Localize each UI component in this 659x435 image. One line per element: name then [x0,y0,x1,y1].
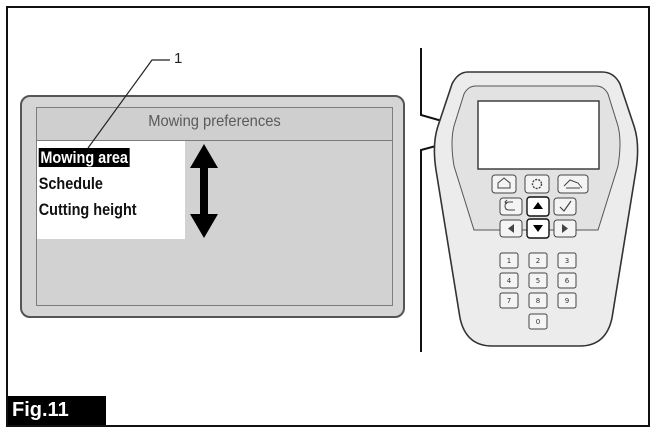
up-key[interactable] [526,196,550,217]
key-4[interactable]: 4 [499,272,519,289]
key-6[interactable]: 6 [557,272,577,289]
svg-text:3: 3 [565,257,569,265]
controller-display [477,100,600,170]
key-2[interactable]: 2 [528,252,548,269]
home-icon [497,177,511,189]
mower-key[interactable] [557,174,589,194]
key-5[interactable]: 5 [528,272,548,289]
menu-item-schedule[interactable]: Schedule [38,174,103,193]
svg-text:4: 4 [507,277,512,285]
down-key[interactable] [526,218,550,239]
key-0[interactable]: 0 [528,313,548,330]
callout-leader-line [87,59,170,149]
callout-number: 1 [174,50,183,67]
svg-text:2: 2 [536,257,540,265]
controller: 1 2 3 4 5 6 7 8 9 0 [433,71,639,347]
numeric-keypad: 1 2 3 4 5 6 7 8 9 0 [499,252,577,330]
key-1[interactable]: 1 [499,252,519,269]
gear-icon [531,178,543,190]
right-arrow-icon [562,224,568,233]
home-key[interactable] [491,174,517,194]
settings-key[interactable] [524,174,550,194]
svg-text:0: 0 [536,318,540,326]
screen-content: Mowing area Schedule Cutting height [36,141,393,306]
svg-text:1: 1 [507,257,511,265]
menu-list: Mowing area Schedule Cutting height [37,141,185,239]
svg-text:7: 7 [507,297,511,305]
key-8[interactable]: 8 [528,292,548,309]
left-key[interactable] [499,219,523,238]
down-arrow-icon [533,225,543,232]
back-key[interactable] [499,197,523,216]
screen-title-bar: Mowing preferences [36,107,393,141]
svg-text:9: 9 [565,297,569,305]
figure-label: Fig.11 [8,396,106,425]
left-arrow-icon [508,224,514,233]
menu-item-cutting-height[interactable]: Cutting height [38,200,137,219]
svg-text:8: 8 [536,297,540,305]
up-arrow-icon [533,202,543,209]
menu-item-mowing-area[interactable]: Mowing area [38,148,130,167]
right-key[interactable] [553,219,577,238]
key-3[interactable]: 3 [557,252,577,269]
display-screen: Mowing preferences Mowing area Schedule … [20,95,405,318]
key-7[interactable]: 7 [499,292,519,309]
mower-icon [563,179,583,189]
scroll-arrow-icon [190,144,218,238]
check-icon [559,200,572,212]
screen-title: Mowing preferences [148,113,281,130]
back-icon [504,199,515,211]
svg-text:6: 6 [565,277,570,285]
key-9[interactable]: 9 [557,292,577,309]
confirm-key[interactable] [553,197,577,216]
svg-text:5: 5 [536,277,540,285]
